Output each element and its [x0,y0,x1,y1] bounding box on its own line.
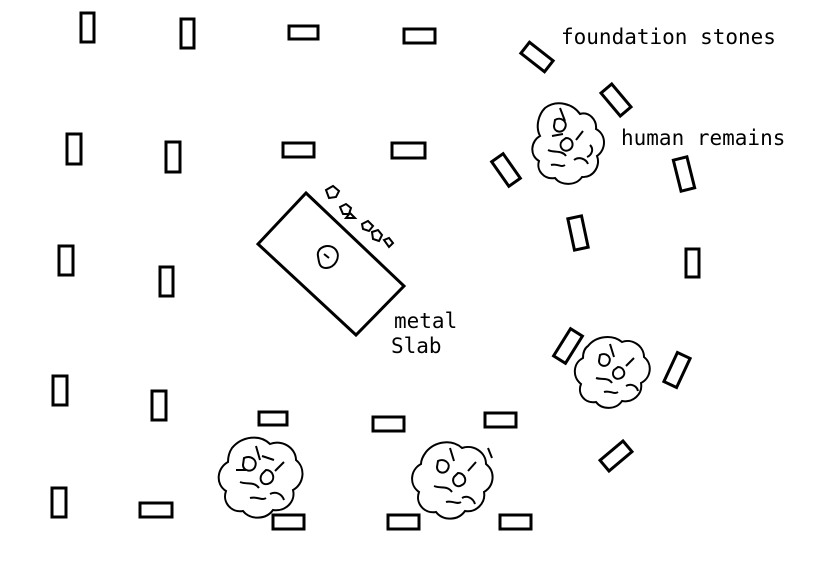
foundation-stone [150,389,168,422]
foundation-stone [671,154,697,194]
foundation-stones-label: foundation stones [561,25,776,49]
foundation-stone [551,326,585,366]
human-remains-cluster [573,336,651,409]
slab-object-mark [316,245,339,270]
foundation-stone [158,265,175,298]
foundation-stone [498,513,533,531]
foundation-stone [483,411,518,429]
foundation-stone [164,140,182,174]
foundation-stone [489,151,523,189]
foundation-stones [50,11,701,531]
foundation-stone [597,438,635,474]
human-remains-cluster [531,102,605,185]
foundation-stone [287,24,320,41]
foundation-stone [518,40,556,74]
foundation-stone [65,132,83,166]
foundation-stone [402,27,437,45]
metal-slab [255,184,407,338]
foundation-stone [51,374,69,407]
foundation-stone [386,513,421,531]
foundation-stone [271,513,306,531]
foundation-stone [281,141,316,159]
human-remains-label: human remains [621,126,786,150]
slab-edge-debris [324,184,395,249]
foundation-stone [371,415,406,433]
metal-slab-label-line2: Slab [391,334,442,358]
foundation-stone [57,244,75,277]
foundation-stone [257,410,289,427]
metal-slab-outline [255,190,407,338]
foundation-stone [79,11,96,44]
foundation-stone [50,486,68,519]
human-remains [217,102,651,520]
foundation-stone [390,141,427,160]
foundation-stone [661,350,693,390]
metal-slab-label-line1: metal [394,309,458,333]
human-remains-cluster [217,436,304,519]
foundation-stone [598,81,634,119]
foundation-stone [179,17,196,50]
human-remains-cluster [411,441,494,520]
foundation-stone [684,247,701,279]
foundation-stone [138,501,174,519]
foundation-stone [566,214,590,252]
